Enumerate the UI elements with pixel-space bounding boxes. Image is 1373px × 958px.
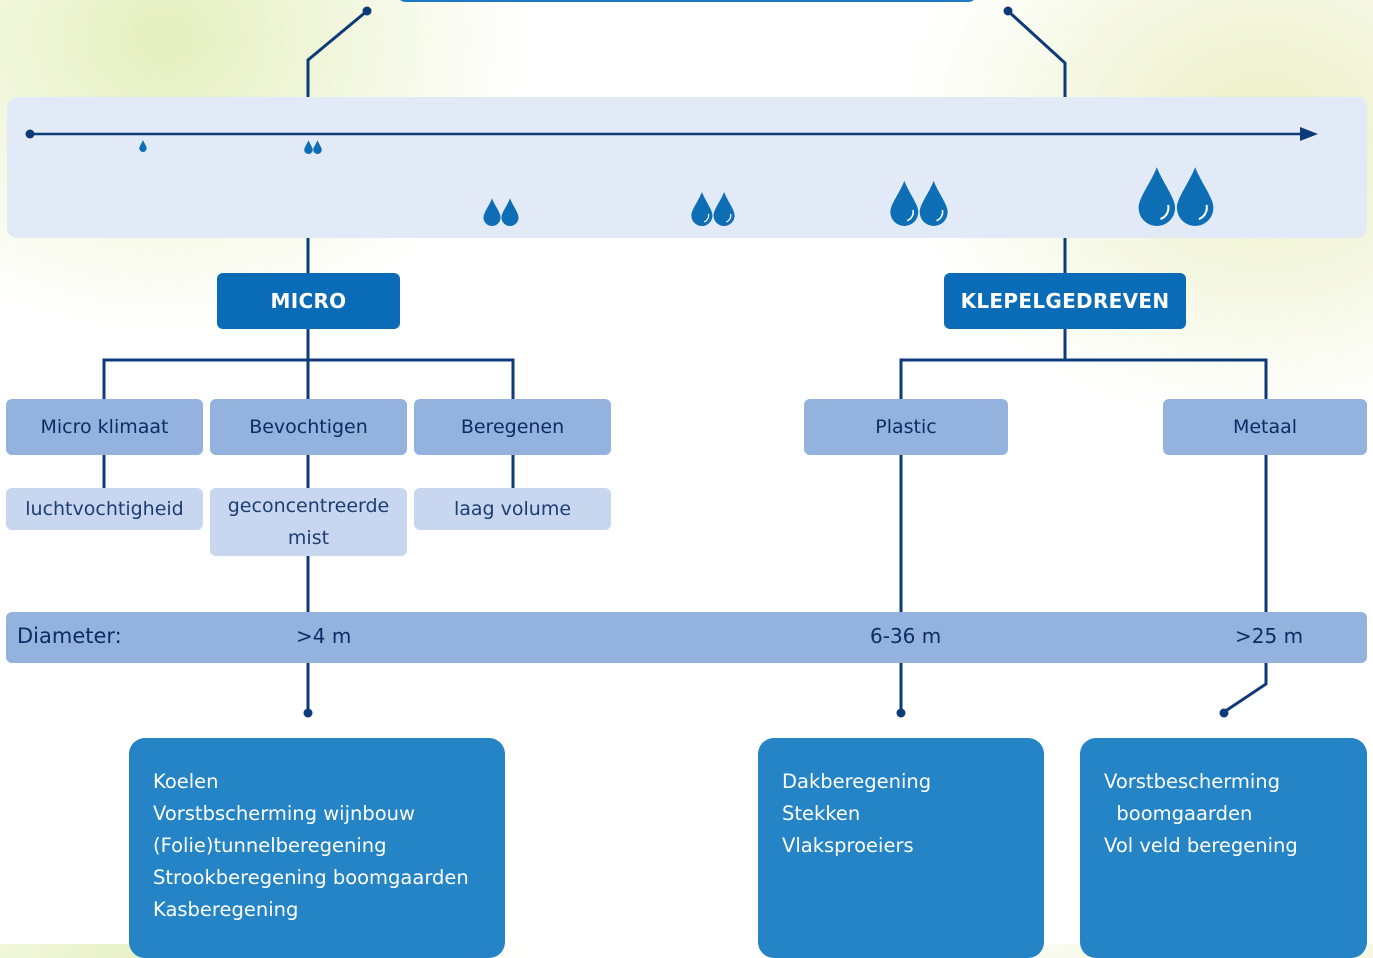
type-micro-klimaat: Micro klimaat	[6, 399, 203, 455]
application-item: Vorstbescherming	[1104, 770, 1281, 793]
applications-metaal: Vorstbescherming boomgaarden Vol veld be…	[1080, 738, 1367, 958]
diameter-metaal: >25 m	[1235, 624, 1304, 648]
category-klepelgedreven: KLEPELGEDREVEN	[944, 273, 1186, 329]
water-drop-icon	[483, 198, 501, 226]
application-item: Kasberegening	[153, 898, 299, 921]
applications-micro: Koelen Vorstbscherming wijnbouw (Folie)t…	[129, 738, 505, 958]
detail-geconcentreerde-mist: geconcentreerde mist	[210, 488, 407, 556]
application-item: boomgaarden	[1104, 802, 1253, 825]
water-drop-highlight	[703, 213, 710, 223]
water-drop-icon	[691, 191, 713, 227]
diameter-bar: Diameter: >4 m 6-36 m >25 m	[6, 612, 1367, 663]
diameter-label: Diameter:	[17, 624, 122, 648]
type-beregenen: Beregenen	[414, 399, 611, 455]
water-drop-highlight	[906, 209, 915, 222]
type-bevochtigen: Bevochtigen	[210, 399, 407, 455]
connector-dot	[896, 708, 906, 718]
application-item: (Folie)tunnelberegening	[153, 834, 387, 857]
application-item: Vol veld beregening	[1104, 834, 1298, 857]
water-drop-icon	[1138, 167, 1176, 226]
connector-dot	[1003, 6, 1013, 16]
scale-arrow-start	[25, 129, 35, 139]
detail-luchtvochtigheid: luchtvochtigheid	[6, 488, 203, 530]
water-drop-highlight	[1160, 204, 1170, 221]
water-drop-icon	[713, 191, 735, 227]
water-drop-highlight	[725, 213, 732, 223]
detail-laag-volume: laag volume	[414, 488, 611, 530]
water-drop-icon	[890, 180, 919, 226]
water-drop-highlight	[1198, 204, 1208, 221]
water-drop-icon	[304, 140, 313, 154]
connector-dot	[362, 6, 372, 16]
application-item: Vorstbscherming wijnbouw	[153, 802, 415, 825]
water-drops	[139, 140, 1214, 227]
connector-dot	[303, 708, 313, 718]
applications-plastic: Dakberegening Stekken Vlaksproeiers	[758, 738, 1044, 958]
connector-dot	[1219, 708, 1229, 718]
type-plastic: Plastic	[804, 399, 1008, 455]
water-drop-icon	[919, 180, 948, 226]
water-drop-icon	[1176, 167, 1214, 226]
type-metaal: Metaal	[1163, 399, 1367, 455]
application-item: Stekken	[782, 802, 861, 825]
top-header-box	[396, 0, 978, 2]
category-micro: MICRO	[217, 273, 400, 329]
water-drop-icon	[139, 140, 147, 152]
water-drop-highlight	[936, 209, 944, 222]
application-item: Strookberegening boomgaarden	[153, 866, 469, 889]
water-drop-icon	[313, 140, 322, 154]
diameter-plastic: 6-36 m	[870, 624, 942, 648]
application-item: Koelen	[153, 770, 219, 793]
water-drop-icon	[501, 198, 519, 226]
application-item: Vlaksproeiers	[782, 834, 914, 857]
application-item: Dakberegening	[782, 770, 932, 793]
scale-arrow-head	[1300, 127, 1318, 141]
diameter-micro: >4 m	[296, 624, 352, 648]
